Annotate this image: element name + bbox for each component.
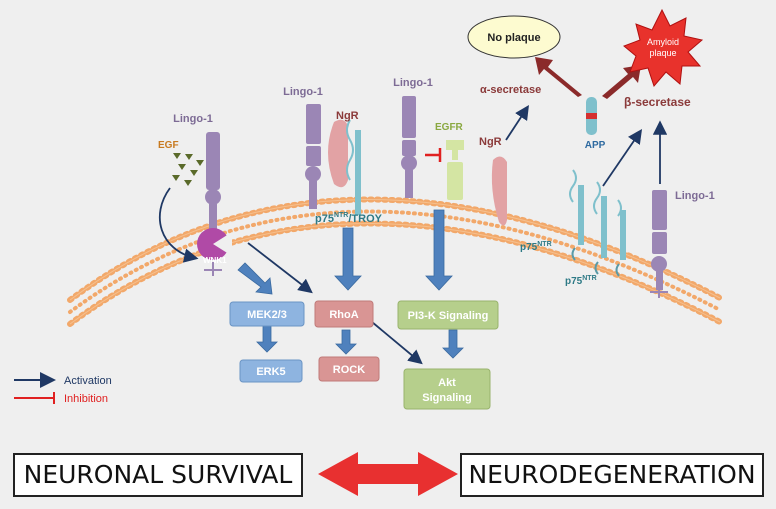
lingo1-label-middle-left: Lingo-1 bbox=[283, 86, 323, 98]
svg-text:MEK2/3: MEK2/3 bbox=[247, 309, 287, 321]
arrow-wnk1-to-mek bbox=[237, 262, 273, 295]
p75-receptors-right bbox=[569, 169, 626, 277]
beta-secretase-label: β-secretase bbox=[624, 95, 691, 109]
mek-box: MEK2/3 bbox=[229, 301, 305, 327]
alpha-secretase-label: α-secretase bbox=[480, 84, 541, 96]
arrow-rhoa-to-rock bbox=[335, 329, 357, 355]
neuronal-survival-box: NEURONAL SURVIVAL bbox=[13, 453, 303, 497]
lingo1-label-left: Lingo-1 bbox=[173, 113, 213, 125]
erk5-box: ERK5 bbox=[239, 359, 303, 383]
arrow-mek-to-erk5 bbox=[256, 325, 278, 353]
lingo1-receptor-egfr bbox=[401, 96, 417, 198]
svg-text:Signaling: Signaling bbox=[422, 392, 472, 404]
navy-arrows bbox=[247, 104, 668, 365]
receptor-tail bbox=[204, 262, 222, 276]
ngr-label-middle: NgR bbox=[336, 110, 359, 122]
svg-text:PI3-K Signaling: PI3-K Signaling bbox=[408, 310, 489, 322]
arrow-rhoa-to-akt bbox=[371, 321, 423, 365]
egfr-label: EGFR bbox=[435, 122, 464, 133]
p75ntr-label-2: p75NTR bbox=[565, 275, 597, 287]
app-label: APP bbox=[585, 140, 606, 151]
blue-arrows bbox=[237, 209, 464, 359]
legend: Activation Inhibition bbox=[14, 372, 112, 405]
arrow-ngr-to-alpha-secretase bbox=[505, 104, 529, 141]
inhibition-lingo1-egfr bbox=[425, 148, 442, 162]
svg-text:ERK5: ERK5 bbox=[256, 366, 285, 378]
ngr-label-right: NgR bbox=[479, 136, 502, 148]
legend-inhibition-label: Inhibition bbox=[64, 393, 108, 405]
legend-inhibition-symbol bbox=[14, 392, 55, 404]
wnk1-kinase: WNK1 bbox=[197, 228, 232, 265]
lingo1-label-middle: Lingo-1 bbox=[393, 77, 433, 89]
arrow-egfr-to-pi3k bbox=[425, 209, 453, 291]
lingo1-receptor-left bbox=[205, 132, 221, 234]
akt-box: Akt Signaling bbox=[403, 368, 491, 410]
app-protein bbox=[586, 97, 597, 135]
amyloid-label-1: Amyloid bbox=[647, 37, 679, 47]
egf-ligands bbox=[172, 153, 204, 186]
double-arrow bbox=[318, 452, 458, 496]
arrow-to-amyloid-plaque bbox=[602, 65, 641, 99]
arrow-p75-to-rhoa bbox=[334, 227, 362, 291]
svg-text:Akt: Akt bbox=[438, 377, 456, 389]
darkred-arrows bbox=[535, 57, 641, 99]
amyloid-label-2: plaque bbox=[649, 48, 676, 58]
cell-membrane bbox=[67, 196, 723, 327]
arrow-wnk1-to-rhoa bbox=[247, 242, 313, 294]
amyloid-plaque-burst bbox=[623, 8, 704, 87]
neurodegeneration-box: NEURODEGENERATION bbox=[460, 453, 764, 497]
arrow-to-no-plaque bbox=[535, 57, 582, 97]
no-plaque-bubble bbox=[467, 15, 561, 59]
pi3k-box: PI3-K Signaling bbox=[397, 300, 499, 330]
egf-label: EGF bbox=[158, 140, 179, 151]
rock-box: ROCK bbox=[318, 356, 380, 382]
lingo1-label-right: Lingo-1 bbox=[675, 190, 715, 202]
rhoa-box: RhoA bbox=[314, 300, 374, 328]
arrow-egf-to-wnk1 bbox=[158, 187, 199, 263]
wnk1-label: WNK1 bbox=[203, 256, 227, 265]
arrow-pi3k-to-akt bbox=[442, 329, 464, 359]
no-plaque-label: No plaque bbox=[487, 32, 540, 44]
p75-troy-label: p75NTR/TROY bbox=[315, 212, 383, 225]
egfr-receptor bbox=[446, 140, 464, 200]
svg-text:RhoA: RhoA bbox=[329, 309, 358, 321]
lingo1-receptor-right bbox=[650, 190, 668, 298]
ngr-receptor-right bbox=[491, 156, 507, 226]
lingo1-receptor-ngr-complex bbox=[305, 104, 361, 215]
svg-text:ROCK: ROCK bbox=[333, 364, 365, 376]
p75ntr-label-1: p75NTR bbox=[520, 241, 552, 253]
legend-activation-label: Activation bbox=[64, 375, 112, 387]
arrow-p75-to-beta-secretase bbox=[602, 129, 643, 187]
